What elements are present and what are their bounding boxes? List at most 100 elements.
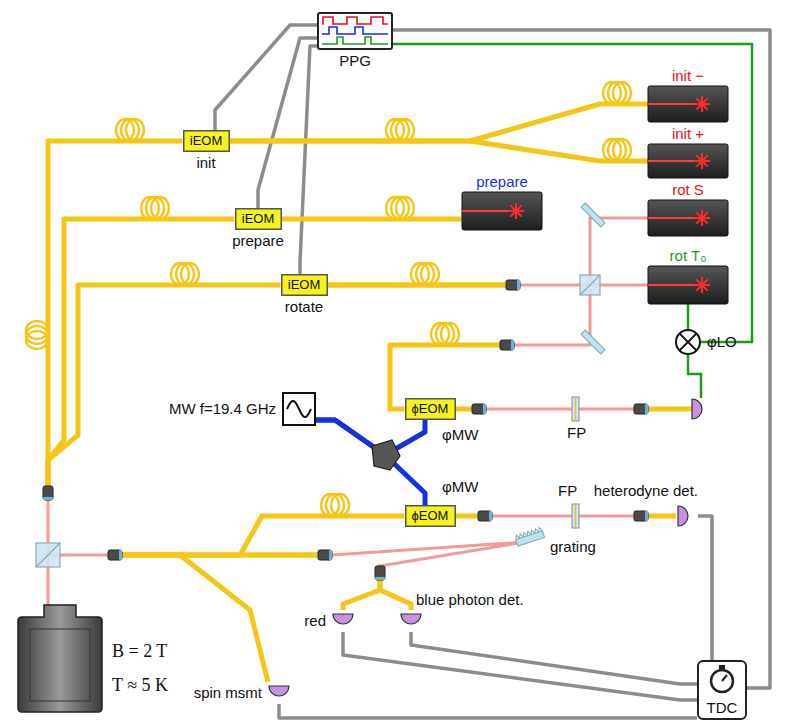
optical-fiber (390, 218, 648, 409)
part-label: PPG (339, 52, 371, 69)
collimator-body (472, 404, 486, 414)
fiber-coil (151, 197, 169, 219)
collimator-lens (43, 497, 53, 500)
stopwatch-face (711, 670, 733, 692)
shape-outline (676, 505, 698, 527)
collimator-lens (483, 404, 486, 414)
photodetector: heterodyne det. (676, 505, 698, 527)
collimator-lens (375, 577, 385, 580)
laser-box: prepare (462, 192, 542, 230)
pulse-train (322, 37, 388, 44)
modulator-box: ϕEOM (405, 505, 456, 527)
collimator (318, 550, 332, 560)
shape-outline (462, 192, 542, 230)
collimator (375, 566, 385, 580)
laser-box: rot T₀ (648, 266, 728, 304)
signal-wire (393, 30, 770, 688)
signal-wire (411, 632, 697, 684)
laser-housing (648, 144, 728, 178)
detector-half-disk (401, 614, 421, 624)
beam-gap (486, 406, 634, 413)
laser-star (702, 155, 708, 161)
laser-housing (648, 86, 728, 122)
shape-outline (18, 605, 102, 712)
collimator (500, 340, 514, 350)
photodetector: red (332, 610, 354, 632)
microwave-cable (316, 420, 425, 505)
cryostat-window (30, 629, 90, 701)
box-label: ϕEOM (412, 402, 449, 417)
collimator-body (108, 550, 122, 560)
optical-fiber (282, 217, 463, 222)
laser-star (702, 212, 708, 218)
signal-wire (393, 44, 752, 342)
part-label: prepare (232, 232, 284, 249)
optical-fiber (48, 141, 183, 605)
box-label: iEOM (288, 278, 321, 293)
microwave-cable (316, 420, 425, 455)
free-space-beam (492, 515, 634, 518)
part-label: init + (672, 125, 704, 142)
part-label: FP (558, 482, 577, 499)
modulator-outline (281, 275, 327, 296)
signal-wire (300, 46, 317, 274)
mirror (581, 330, 605, 354)
part-label: rotate (285, 298, 323, 315)
time-tagger: TDC (697, 660, 747, 720)
fiber-coil (181, 263, 199, 285)
collimator-lens (119, 550, 122, 560)
part-label: rot T₀ (670, 247, 707, 264)
tdc-box (698, 661, 746, 719)
modulator-outline (405, 506, 455, 527)
mixer-circle (676, 330, 700, 354)
part-label: blue photon det. (416, 591, 524, 608)
part-label: grating (550, 538, 596, 555)
laser-box: rot S (648, 200, 728, 236)
collimator (43, 486, 53, 500)
fiber-coil (126, 119, 144, 141)
fiber-coil (396, 119, 414, 141)
part-label: φLO (707, 333, 737, 350)
part-label: φMW (442, 426, 478, 443)
part-label: φMW (442, 478, 478, 495)
fiber-coil (441, 323, 459, 345)
laser-star (516, 205, 522, 211)
optical-fiber (48, 542, 525, 610)
collimator (108, 550, 122, 560)
collimator (634, 511, 648, 521)
collimator-body (506, 280, 520, 290)
beam-splitter (580, 275, 600, 295)
mixer-cross (680, 334, 697, 351)
beam-gap (514, 218, 648, 345)
fabry-perot-mirror (575, 504, 577, 528)
laser-beam (648, 160, 698, 162)
laser-housing (648, 266, 728, 304)
modulator-outline (183, 131, 229, 152)
box-label: ϕEOM (412, 509, 449, 524)
stopwatch-crown (719, 665, 725, 669)
part-label: init − (672, 67, 704, 84)
part-label: spin msmt (194, 684, 262, 701)
collimator (472, 404, 486, 414)
part-label: MW f=19.4 GHz (169, 400, 276, 417)
grating-grooves (515, 527, 543, 539)
collimator (478, 511, 492, 521)
shape-outline (648, 144, 728, 178)
free-space-beam (486, 408, 634, 411)
shape-outline (332, 610, 354, 632)
optical-fiber (48, 542, 525, 610)
fiber-coil (26, 331, 48, 349)
modulator-box: iEOMinit (183, 130, 230, 152)
signal-wire (279, 704, 697, 718)
pulse-train (322, 27, 388, 34)
laser-box: init − (648, 86, 728, 122)
optical-fiber (230, 141, 649, 161)
beam-gap (492, 513, 634, 520)
shape-outline (648, 200, 728, 236)
shape-outline (282, 392, 316, 426)
laser-beam (648, 217, 698, 219)
collimator-lens (645, 404, 648, 414)
fabry-perot-mirror (575, 397, 577, 421)
